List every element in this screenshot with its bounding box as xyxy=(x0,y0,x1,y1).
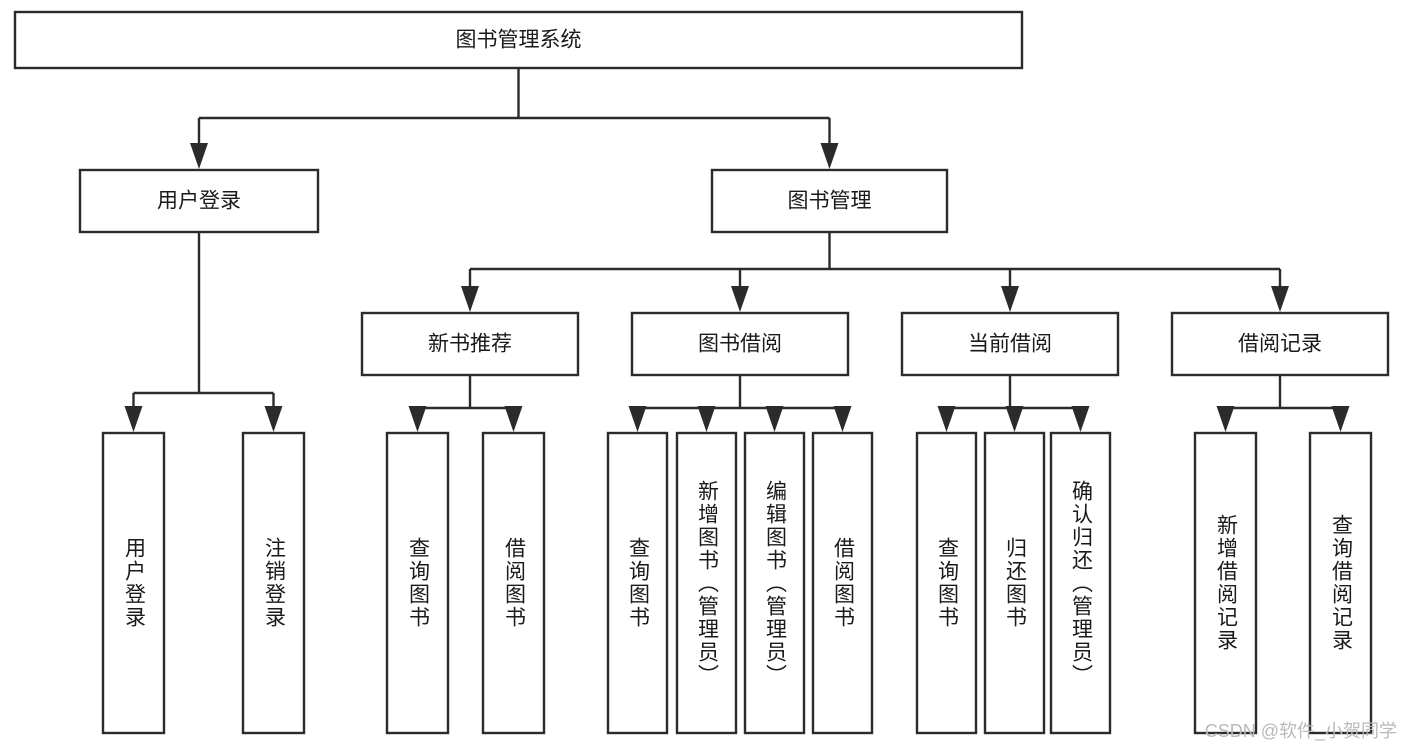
level1-node[interactable]: 图书管理 xyxy=(710,168,949,234)
level2-node[interactable]: 新书推荐 xyxy=(360,311,580,377)
arrow-head-icon xyxy=(504,406,523,432)
root-label: 图书管理系统 xyxy=(456,29,582,52)
leaf-node[interactable] xyxy=(606,431,669,735)
level2-label: 新书推荐 xyxy=(428,333,512,356)
arrow-head-icon xyxy=(461,286,479,312)
leaf-node[interactable] xyxy=(1193,431,1258,735)
root-box[interactable] xyxy=(13,10,1024,70)
root-node[interactable]: 图书管理系统 xyxy=(13,10,1024,70)
level2-box[interactable] xyxy=(900,311,1120,377)
leaf-box[interactable] xyxy=(983,431,1046,735)
arrow-head-icon xyxy=(697,406,716,432)
level2-box[interactable] xyxy=(360,311,580,377)
arrow-head-icon xyxy=(1331,406,1350,432)
leaf-box[interactable] xyxy=(1049,431,1112,735)
leaf-node[interactable] xyxy=(675,431,738,735)
leaf-node[interactable] xyxy=(241,431,306,735)
leaf-node[interactable] xyxy=(811,431,874,735)
level1-label: 图书管理 xyxy=(788,190,872,213)
arrow-head-icon xyxy=(124,406,143,432)
leaf-box[interactable] xyxy=(385,431,450,735)
level1-node[interactable]: 用户登录 xyxy=(78,168,320,234)
leaf-box[interactable] xyxy=(915,431,978,735)
leaf-box[interactable] xyxy=(811,431,874,735)
leaf-box[interactable] xyxy=(1193,431,1258,735)
level2-label: 图书借阅 xyxy=(698,333,782,356)
arrow-head-icon xyxy=(820,143,839,169)
leaf-box[interactable] xyxy=(241,431,306,735)
arrow-head-icon xyxy=(1005,406,1024,432)
level1-label: 用户登录 xyxy=(157,190,241,213)
arrow-head-icon xyxy=(408,406,427,432)
arrow-head-icon xyxy=(731,286,749,312)
leaf-node[interactable] xyxy=(1308,431,1373,735)
leaf-node[interactable] xyxy=(385,431,450,735)
leaf-box[interactable] xyxy=(606,431,669,735)
level2-node[interactable]: 图书借阅 xyxy=(630,311,850,377)
leaf-node[interactable] xyxy=(915,431,978,735)
arrow-head-icon xyxy=(628,406,647,432)
leaf-box[interactable] xyxy=(675,431,738,735)
level1-box[interactable] xyxy=(78,168,320,234)
leaf-node[interactable] xyxy=(983,431,1046,735)
arrow-head-icon xyxy=(264,406,283,432)
arrow-head-icon xyxy=(937,406,956,432)
leaf-box[interactable] xyxy=(743,431,806,735)
level2-label: 借阅记录 xyxy=(1238,333,1322,356)
leaf-box[interactable] xyxy=(101,431,166,735)
level1-box[interactable] xyxy=(710,168,949,234)
arrow-head-icon xyxy=(1271,286,1289,312)
level2-node[interactable]: 当前借阅 xyxy=(900,311,1120,377)
arrow-head-icon xyxy=(1001,286,1019,312)
level2-box[interactable] xyxy=(1170,311,1390,377)
leaf-box[interactable] xyxy=(481,431,546,735)
watermark: CSDN @软件_小贺同学 xyxy=(1204,721,1397,741)
level2-node[interactable]: 借阅记录 xyxy=(1170,311,1390,377)
level2-label: 当前借阅 xyxy=(968,333,1052,356)
level2-box[interactable] xyxy=(630,311,850,377)
connector-layer xyxy=(124,68,1350,432)
arrow-head-icon xyxy=(833,406,852,432)
leaf-box[interactable] xyxy=(1308,431,1373,735)
leaf-node[interactable] xyxy=(743,431,806,735)
arrow-head-icon xyxy=(1216,406,1235,432)
arrow-head-icon xyxy=(765,406,784,432)
leaf-node[interactable] xyxy=(1049,431,1112,735)
leaf-node[interactable] xyxy=(101,431,166,735)
arrow-head-icon xyxy=(190,143,208,169)
leaf-node[interactable] xyxy=(481,431,546,735)
arrow-head-icon xyxy=(1071,406,1090,432)
